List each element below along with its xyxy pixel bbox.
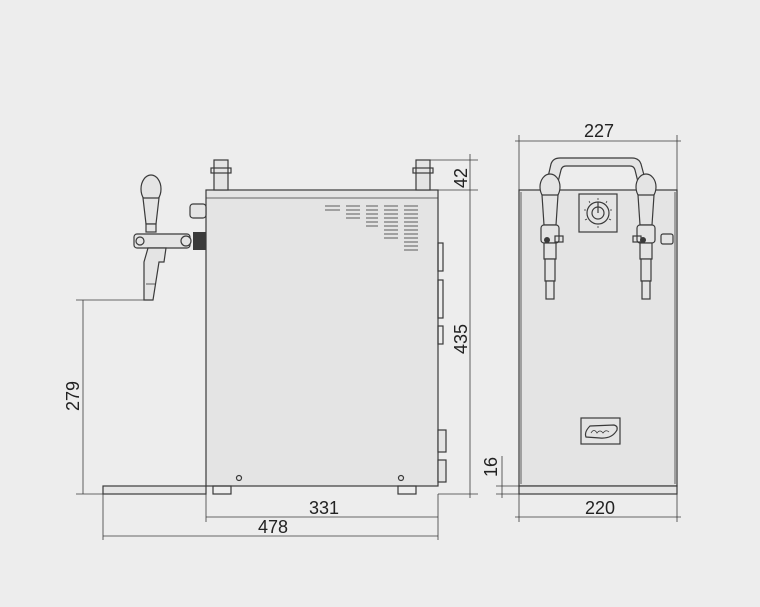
dim-label-220: 220 [585, 498, 615, 518]
front-base [518, 485, 678, 495]
front-tap-right [632, 173, 674, 300]
dim-front-width-bottom: 220 [515, 494, 681, 522]
screw-left [235, 474, 243, 482]
side-tap [133, 174, 206, 301]
foot-left [212, 485, 232, 495]
dim-label-16: 16 [481, 457, 501, 477]
foot-right [397, 485, 417, 495]
brand-logo [580, 417, 621, 445]
front-tap-left [539, 173, 564, 300]
ventilation-grille [325, 205, 418, 251]
dim-base-height: 16 [481, 456, 519, 498]
top-fitting-left [213, 159, 229, 191]
dim-front-width-top: 227 [515, 121, 681, 190]
side-body [205, 189, 439, 487]
dim-label-435: 435 [451, 324, 471, 354]
drip-tray [102, 485, 207, 495]
dim-label-42: 42 [451, 168, 471, 188]
dim-total-depth: 478 [102, 494, 438, 540]
screw-right [397, 474, 405, 482]
dim-top-handle: 42 [430, 154, 478, 191]
dim-label-227: 227 [584, 121, 614, 141]
dim-label-279: 279 [63, 381, 83, 411]
dim-tap-height: 279 [63, 299, 148, 495]
top-fitting-right [415, 159, 431, 191]
front-view: 227 220 16 [481, 121, 681, 522]
side-view: 42 435 279 331 478 [63, 154, 478, 540]
dim-body-depth: 331 [205, 494, 439, 540]
dim-label-331: 331 [309, 498, 339, 518]
dim-side-height: 435 [438, 190, 478, 498]
thermostat-dial [578, 193, 618, 233]
dim-label-478: 478 [258, 517, 288, 537]
